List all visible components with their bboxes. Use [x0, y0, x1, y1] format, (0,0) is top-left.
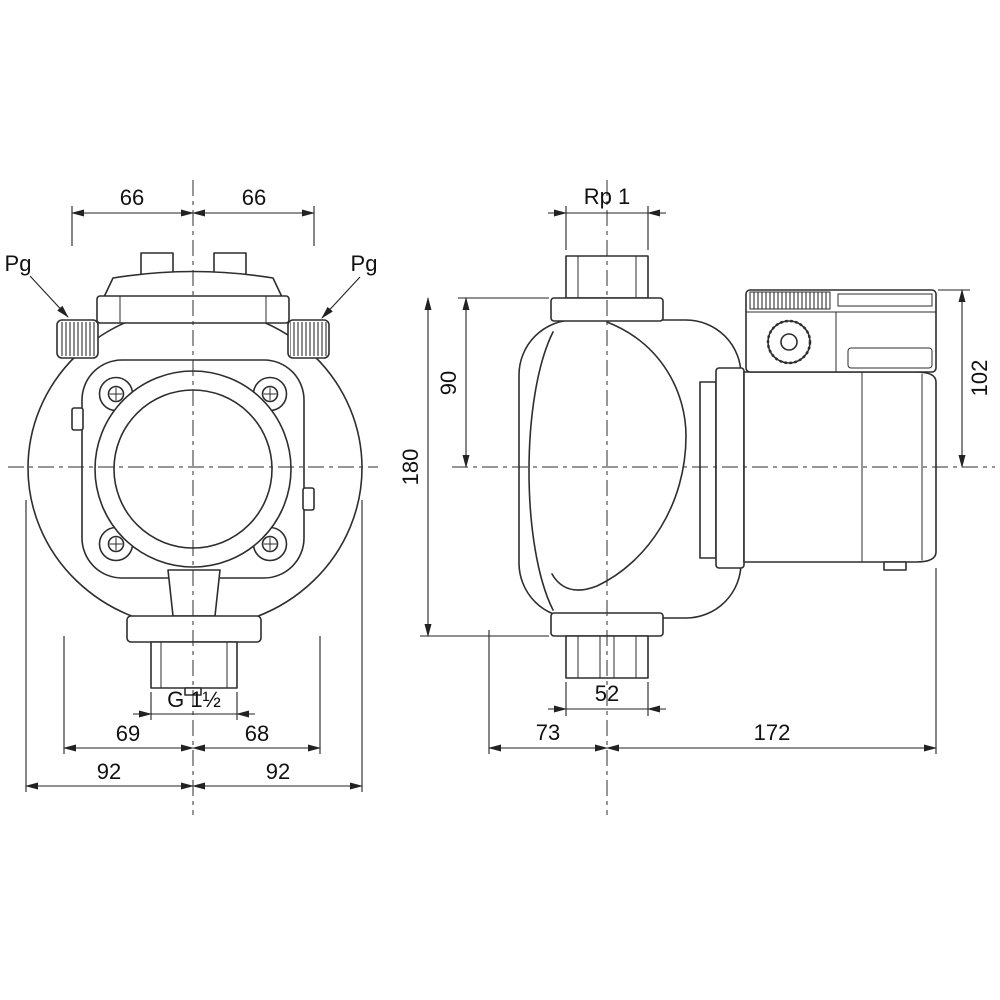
dim-69: 69	[116, 721, 140, 746]
motor-joints	[861, 371, 923, 563]
flange-disc-small	[699, 381, 717, 559]
leader-pg-right	[321, 276, 361, 319]
bottom-port-bore	[160, 641, 228, 689]
dim-73: 73	[536, 720, 560, 745]
dim-90: 90	[436, 371, 461, 395]
motor-foot	[883, 561, 907, 571]
bottom-port	[150, 641, 238, 689]
nameplate-strip	[837, 293, 933, 307]
side-view-dimensions: Rp 1 90 180 102 52 73 172	[398, 184, 992, 754]
bottom-flange	[126, 615, 262, 643]
dim-102: 102	[967, 360, 992, 397]
label-pg-left: Pg	[5, 251, 32, 276]
dim-172: 172	[754, 720, 791, 745]
dim-66-right: 66	[242, 185, 266, 210]
terminal-box-seams	[745, 311, 937, 373]
dim-52: 52	[595, 681, 619, 706]
plate-tab-right	[302, 487, 315, 511]
flange-disc-large	[715, 367, 745, 569]
dim-92-left: 92	[97, 759, 121, 784]
dim-180: 180	[398, 449, 423, 486]
dim-66-left: 66	[120, 185, 144, 210]
dim-92-right: 92	[266, 759, 290, 784]
flange-band-screws	[119, 295, 267, 324]
front-view-dimensions: 66 66 Pg Pg G 1½ 69 68 92 92	[5, 185, 378, 792]
side-view	[452, 180, 995, 815]
front-view	[8, 180, 378, 815]
cable-gland-right	[287, 319, 330, 359]
bottom-neck	[167, 569, 221, 617]
dim-g112: G 1½	[167, 687, 221, 712]
top-port-bore	[577, 255, 637, 299]
ext-lines-69-68	[63, 636, 321, 754]
dim-rp1: Rp 1	[584, 184, 630, 209]
volute-inner-wall	[528, 331, 554, 611]
volute-spiral	[551, 321, 687, 591]
leader-pg-left	[29, 275, 69, 318]
vent-grille	[749, 291, 831, 310]
cable-gland-left	[56, 319, 99, 359]
bottom-port-bore	[577, 635, 637, 679]
terminal-cover	[847, 347, 933, 369]
selector-knob	[766, 319, 812, 365]
ext-lines-92	[25, 500, 363, 792]
label-pg-right: Pg	[351, 251, 378, 276]
plate-tab-left	[71, 407, 84, 431]
dim-68: 68	[245, 721, 269, 746]
